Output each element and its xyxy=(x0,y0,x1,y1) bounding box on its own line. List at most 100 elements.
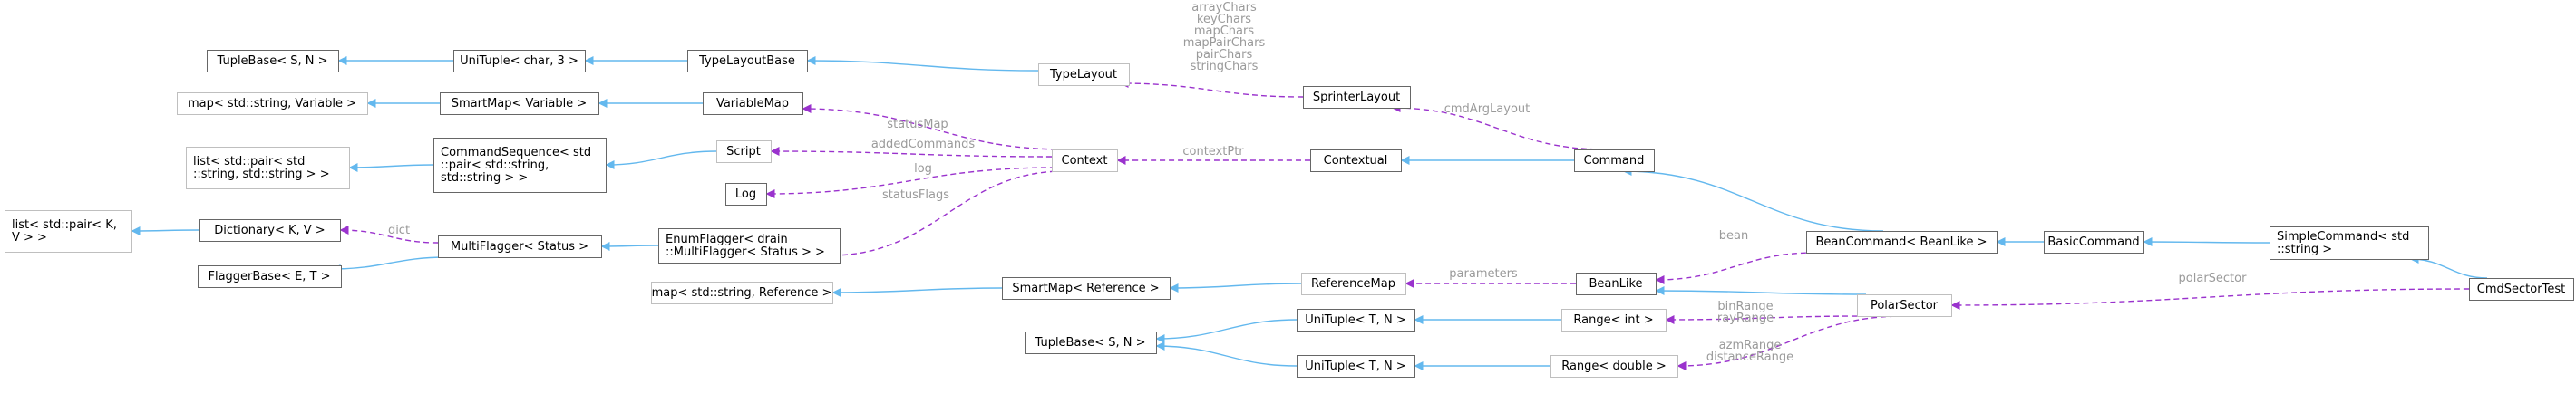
class-node-label-list-pair-string-0: list< std::pair< std xyxy=(193,155,305,168)
class-node-command[interactable]: Command xyxy=(1574,149,1655,172)
class-node-box-typelayout xyxy=(1038,63,1130,86)
class-node-simplecommand[interactable]: SimpleCommand< std::string > xyxy=(2270,226,2429,260)
class-node-box-range-int xyxy=(1561,309,1667,332)
class-node-smartmap-variable[interactable]: SmartMap< Variable > xyxy=(440,92,599,115)
class-node-label-contextual-0: Contextual xyxy=(1324,154,1388,168)
edge-label-sprinterlayout-to-typelayout-0: arrayChars xyxy=(1191,1,1257,14)
class-node-typelayout[interactable]: TypeLayout xyxy=(1038,63,1130,86)
inheritance-edge-referencemap-to-smartmap_reference xyxy=(1169,283,1302,293)
edge-label-contextual-to-context-0: contextPtr xyxy=(1182,145,1244,159)
inheritance-edge-enumflagger-to-multiflagger xyxy=(600,241,659,251)
class-node-flaggerbase[interactable]: FlaggerBase< E, T > xyxy=(198,265,342,288)
class-node-label-flaggerbase-0: FlaggerBase< E, T > xyxy=(208,270,330,283)
class-node-tuplebase-sn-bottom[interactable]: TupleBase< S, N > xyxy=(1025,332,1157,354)
usage-edge-cmdsectortest-to-polarsector xyxy=(1950,288,2470,310)
class-node-label-list-pair-kv-0: list< std::pair< K, xyxy=(12,218,117,232)
class-node-label-list-pair-string-1: ::string, std::string > > xyxy=(193,168,330,181)
class-node-box-variablemap xyxy=(703,92,803,115)
class-node-smartmap-reference[interactable]: SmartMap< Reference > xyxy=(1002,277,1171,300)
class-node-tuplebase-sn-top[interactable]: TupleBase< S, N > xyxy=(207,50,339,72)
edge-label-multiflagger-to-dictionary-0: dict xyxy=(388,224,410,237)
class-node-label-commandsequence-0: CommandSequence< std xyxy=(441,146,591,159)
class-node-map-reference[interactable]: map< std::string, Reference > xyxy=(651,282,833,304)
class-node-box-range-double xyxy=(1550,355,1678,378)
edge-label-polarsector-to-range_double-0: azmRange xyxy=(1719,339,1782,352)
class-node-box-dictionary xyxy=(199,219,341,242)
class-node-range-double[interactable]: Range< double > xyxy=(1550,355,1678,378)
class-node-label-enumflagger-1: ::MultiFlagger< Status > > xyxy=(666,245,825,259)
class-node-box-commandsequence xyxy=(433,138,607,193)
edge-label-sprinterlayout-to-typelayout-1: keyChars xyxy=(1197,13,1251,26)
class-node-label-simplecommand-0: SimpleCommand< std xyxy=(2277,230,2409,244)
class-node-unituple-tn-b[interactable]: UniTuple< T, N > xyxy=(1297,355,1415,378)
class-node-script[interactable]: Script xyxy=(716,140,772,163)
class-node-list-pair-kv[interactable]: list< std::pair< K, V > > xyxy=(5,210,132,253)
class-node-box-smartmap-reference xyxy=(1002,277,1171,300)
class-node-dictionary[interactable]: Dictionary< K, V > xyxy=(199,219,341,242)
class-node-unituple-tn-a[interactable]: UniTuple< T, N > xyxy=(1297,309,1415,332)
class-node-commandsequence[interactable]: CommandSequence< std::pair< std::string,… xyxy=(433,138,607,193)
edge-label-sprinterlayout-to-typelayout-3: mapPairChars xyxy=(1183,36,1266,50)
class-node-label-unituple-tn-a-0: UniTuple< T, N > xyxy=(1305,313,1405,327)
class-node-beanlike[interactable]: BeanLike xyxy=(1576,273,1657,295)
edge-label-context-to-script-0: addedCommands xyxy=(871,138,976,151)
usage-edge-polarsector-to-range_int xyxy=(1665,314,1867,324)
class-node-box-simplecommand xyxy=(2270,226,2429,260)
class-node-typelayoutbase[interactable]: TypeLayoutBase xyxy=(687,50,808,72)
class-node-label-command-0: Command xyxy=(1584,154,1645,168)
class-node-label-map-reference-0: map< std::string, Reference > xyxy=(652,286,832,300)
class-node-label-basiccommand-0: BasicCommand xyxy=(2047,235,2139,249)
class-node-box-typelayoutbase xyxy=(687,50,808,72)
class-node-log[interactable]: Log xyxy=(725,183,767,206)
class-node-label-list-pair-kv-1: V > > xyxy=(12,231,47,245)
class-node-list-pair-string[interactable]: list< std::pair< std::string, std::strin… xyxy=(186,147,350,189)
class-node-label-polarsector-0: PolarSector xyxy=(1871,299,1939,312)
class-node-context[interactable]: Context xyxy=(1052,149,1118,172)
inheritance-edge-commandsequence-to-list_pair_string xyxy=(348,162,434,172)
class-node-range-int[interactable]: Range< int > xyxy=(1561,309,1667,332)
inheritance-edge-simplecommand-to-basiccommand xyxy=(2143,237,2270,247)
class-node-label-range-double-0: Range< double > xyxy=(1561,360,1667,373)
class-node-label-smartmap-reference-0: SmartMap< Reference > xyxy=(1012,282,1159,295)
class-node-box-script xyxy=(716,140,772,163)
edge-label-context-to-enumflagger-0: statusFlags xyxy=(882,188,949,202)
class-node-beancommand[interactable]: BeanCommand< BeanLike > xyxy=(1806,231,1998,254)
class-node-box-tuplebase-sn-top xyxy=(207,50,339,72)
usage-edge-context-to-enumflagger xyxy=(830,170,1065,260)
class-node-box-smartmap-variable xyxy=(440,92,599,115)
class-node-enumflagger[interactable]: EnumFlagger< drain::MultiFlagger< Status… xyxy=(658,228,841,264)
class-node-basiccommand[interactable]: BasicCommand xyxy=(2044,231,2144,254)
inheritance-edge-beancommand-to-command xyxy=(1622,167,1884,232)
class-node-label-tuplebase-sn-bottom-0: TupleBase< S, N > xyxy=(1034,336,1145,350)
class-node-box-list-pair-string xyxy=(186,147,350,189)
class-node-box-unituple-tn-b xyxy=(1297,355,1415,378)
class-node-box-command xyxy=(1574,149,1655,172)
class-node-box-referencemap xyxy=(1301,273,1406,295)
class-node-cmdsectortest[interactable]: CmdSectorTest xyxy=(2469,278,2574,301)
class-node-label-typelayout-0: TypeLayout xyxy=(1049,68,1117,82)
edge-label-polarsector-to-range_double-1: distanceRange xyxy=(1706,351,1793,364)
edge-label-polarsector-to-range_int-1: rayRange xyxy=(1717,312,1774,325)
class-node-referencemap[interactable]: ReferenceMap xyxy=(1301,273,1406,295)
class-node-box-basiccommand xyxy=(2044,231,2144,254)
edge-label-context-to-log-0: log xyxy=(914,162,932,176)
inheritance-edge-polarsector-to-beanlike xyxy=(1655,286,1867,296)
edge-label-context-to-variablemap-0: statusMap xyxy=(887,118,948,131)
class-node-box-cmdsectortest xyxy=(2469,278,2574,301)
class-node-label-beanlike-0: BeanLike xyxy=(1589,277,1642,291)
class-node-variablemap[interactable]: VariableMap xyxy=(703,92,803,115)
class-node-multiflagger[interactable]: MultiFlagger< Status > xyxy=(438,235,602,258)
class-node-contextual[interactable]: Contextual xyxy=(1310,149,1402,172)
class-node-sprinterlayout[interactable]: SprinterLayout xyxy=(1303,86,1411,109)
class-node-label-typelayoutbase-0: TypeLayoutBase xyxy=(698,54,795,68)
class-node-box-map-variable xyxy=(177,92,368,115)
class-node-box-beanlike xyxy=(1576,273,1657,295)
class-node-map-variable[interactable]: map< std::string, Variable > xyxy=(177,92,368,115)
usage-edge-beancommand-to-beanlike xyxy=(1655,252,1816,284)
class-node-polarsector[interactable]: PolarSector xyxy=(1857,294,1952,317)
inheritance-edge-dictionary-to-list_pair_kv xyxy=(131,226,200,235)
class-node-unituple-char3[interactable]: UniTuple< char, 3 > xyxy=(453,50,586,72)
edge-label-sprinterlayout-to-typelayout-2: mapChars xyxy=(1194,24,1255,38)
edge-label-command-to-sprinterlayout-0: cmdArgLayout xyxy=(1444,102,1531,116)
